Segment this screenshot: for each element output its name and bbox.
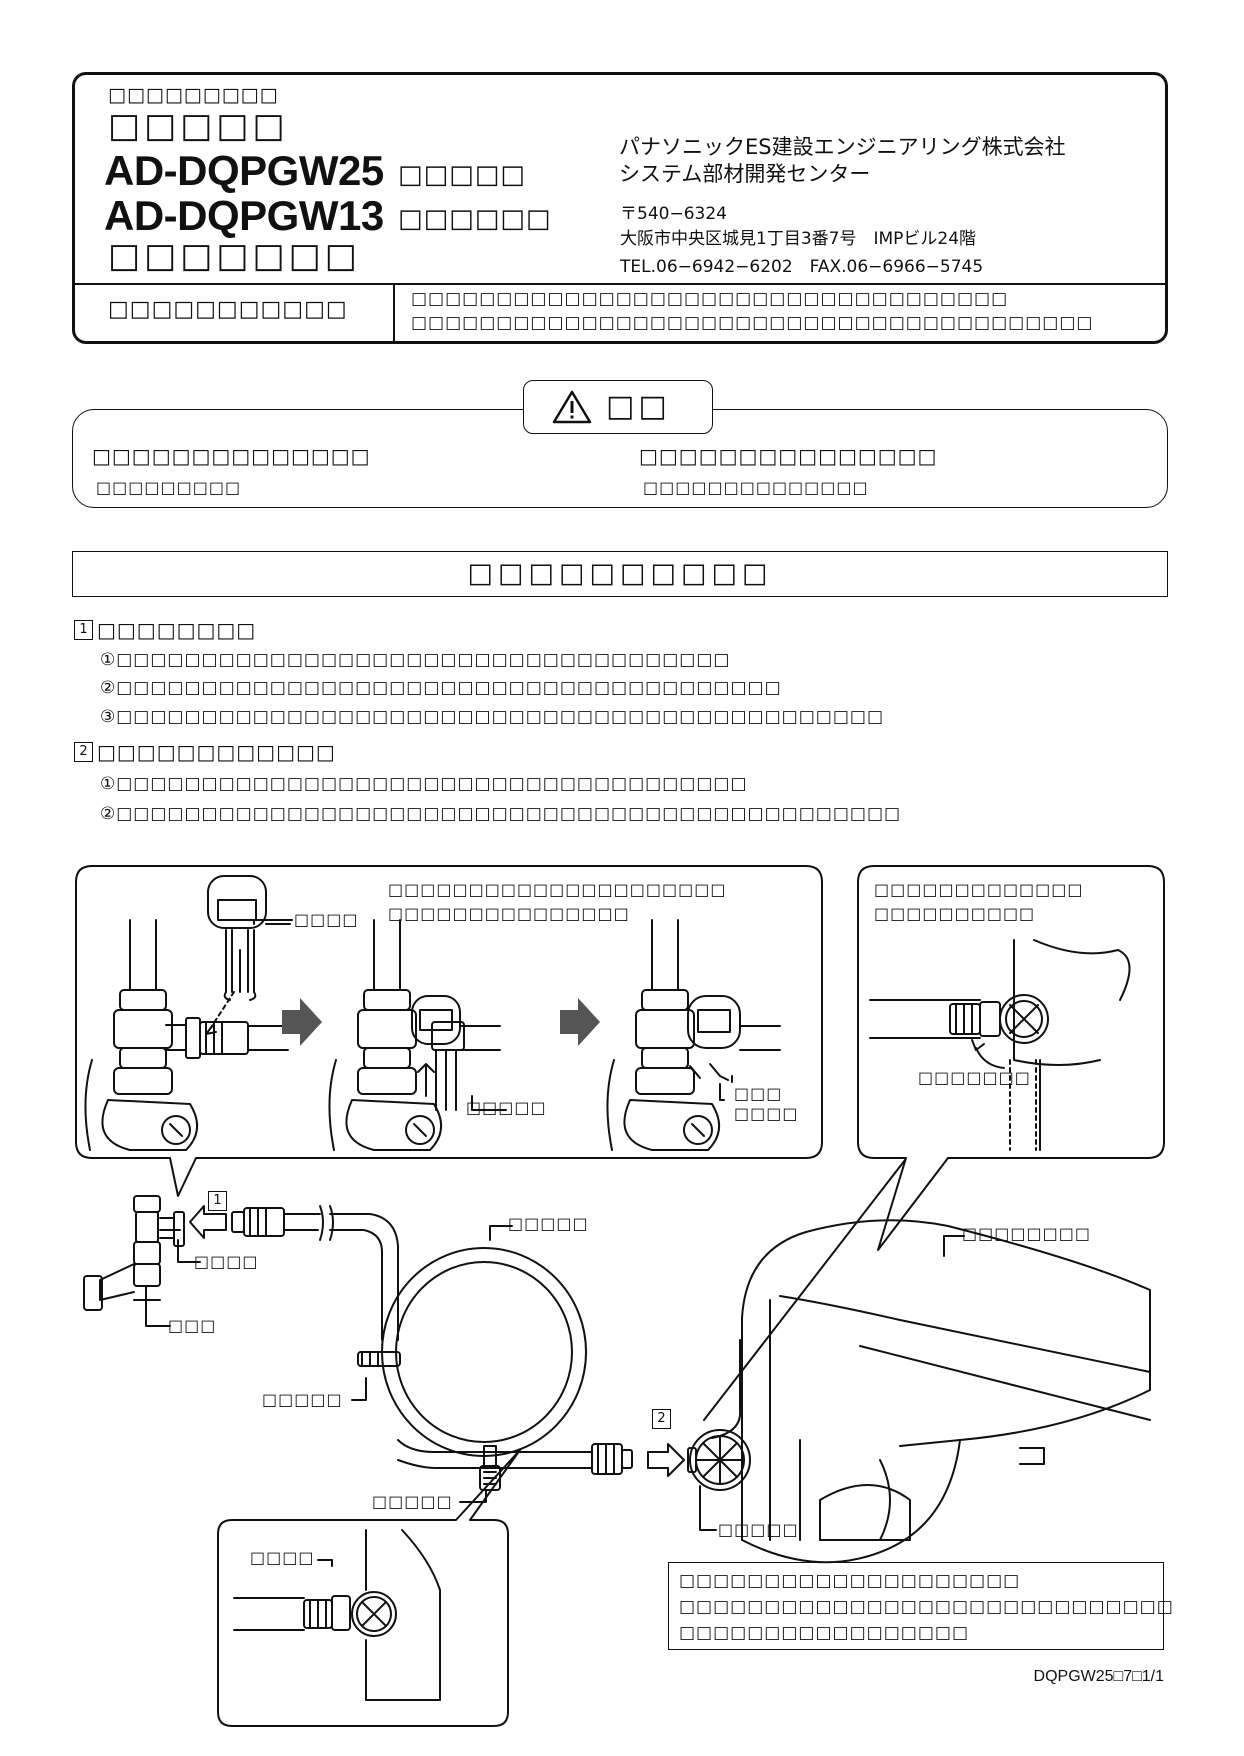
- warning-icon: [552, 390, 592, 424]
- diagram-note-line-1: □□□□□□□□□□□□□□□□□□□□: [679, 1571, 1021, 1591]
- callout-bubble-right: [857, 865, 1165, 1251]
- push-arrow-right: [647, 1443, 685, 1477]
- step1-marker-number: 1: [208, 1190, 227, 1211]
- caution-right-title: □□□□□□□□□□□□□□□: [639, 444, 938, 468]
- company-name: パナソニックES建設エンジニアリング株式会社: [619, 135, 1066, 159]
- arrow-right-2: [560, 998, 600, 1046]
- bottom-clip-label: □□□□: [250, 1548, 315, 1567]
- hose-drawing: [231, 1205, 633, 1491]
- step1-item-2: ②□□□□□□□□□□□□□□□□□□□□□□□□□□□□□□□□□□□□□□□: [100, 678, 782, 698]
- step2-item-1: ①□□□□□□□□□□□□□□□□□□□□□□□□□□□□□□□□□□□□□: [100, 774, 748, 794]
- push-label: □□□□□: [466, 1098, 547, 1117]
- document-code: DQPGW25□7□1/1: [1033, 1668, 1164, 1685]
- drain-label: □□□□□: [372, 1492, 453, 1511]
- tee-valve-drawing: [83, 1195, 185, 1313]
- caution-right-body: □□□□□□□□□□□□□□: [643, 478, 869, 497]
- caution-left-body: □□□□□□□□□: [96, 478, 242, 497]
- note-line-2: □□□□□□□□□□□□□□□□□□□□□□□□□□□□□□□□□□□□□□□□: [411, 313, 1094, 333]
- tee-clip-label: □□□□: [194, 1252, 259, 1271]
- panel3-drawing: [606, 919, 781, 1151]
- step1-marker: 1: [208, 1190, 231, 1211]
- toilet-drawing: [687, 1219, 1151, 1564]
- arrow-right-1: [282, 998, 322, 1046]
- hose-label: □□□□□: [508, 1214, 589, 1233]
- step1-item-1: ①□□□□□□□□□□□□□□□□□□□□□□□□□□□□□□□□□□□□: [100, 650, 731, 670]
- model-1-suffix: □□□□□: [398, 160, 526, 190]
- valve-label: □□□: [168, 1316, 217, 1335]
- diagram-note-box: □□□□□□□□□□□□□□□□□□□□ □□□□□□□□□□□□□□□□□□□…: [668, 1562, 1173, 1650]
- caution-tab: □□: [523, 380, 713, 434]
- model-number-1: AD-DQPGW25: [104, 147, 384, 194]
- panel2-drawing: [328, 919, 501, 1151]
- procedure-title-box: □□□□□□□□□□: [72, 551, 1168, 597]
- step2-item-2: ②□□□□□□□□□□□□□□□□□□□□□□□□□□□□□□□□□□□□□□□…: [100, 804, 902, 824]
- step1-heading: 1□□□□□□□□: [74, 618, 256, 642]
- tel-fax: TEL.06−6942−6202 FAX.06−6966−5745: [620, 257, 984, 277]
- panel-bottom-drawing: [233, 1529, 441, 1701]
- diagram-note-line-2: □□□□□□□□□□□□□□□□□□□□□□□□□□□□□: [679, 1597, 1174, 1617]
- lock-label-1: □□□: [734, 1084, 783, 1103]
- clip-label: □□□□: [294, 910, 359, 929]
- note-label: □□□□□□□□□□□: [108, 297, 348, 322]
- postal-code: 〒540−6324: [620, 204, 727, 224]
- step1-number: 1: [74, 620, 93, 640]
- callout-bubble-bottom: [217, 1449, 521, 1727]
- step2-heading-text: □□□□□□□□□□□□: [97, 740, 336, 764]
- step1-heading-text: □□□□□□□□: [97, 618, 257, 642]
- band-label: □□□□□: [262, 1390, 343, 1409]
- leader-line-right: [703, 1159, 906, 1421]
- procedure-title: □□□□□□□□□□: [467, 558, 773, 589]
- step2-number: 2: [74, 742, 93, 762]
- header-divider-vertical: [393, 283, 395, 344]
- right-text-1: □□□□□□□□□□□□□: [874, 880, 1084, 899]
- right-text-2: □□□□□□□□□□: [874, 904, 1036, 923]
- model-2-suffix: □□□□□□: [398, 204, 552, 234]
- address: 大阪市中央区城見1丁目3番7号 IMPビル24階: [620, 229, 977, 249]
- top-caption: □□□□□□□□□: [108, 84, 279, 106]
- header-divider: [72, 283, 1168, 285]
- diagram-note-line-3: □□□□□□□□□□□□□□□□□: [679, 1623, 970, 1643]
- company-division: システム部材開発センター: [619, 162, 871, 186]
- callout-bubble-left: [75, 865, 823, 1197]
- push-arrow-left: [189, 1205, 227, 1239]
- right-label: □□□□□□□: [918, 1068, 1031, 1087]
- note-line-1: □□□□□□□□□□□□□□□□□□□□□□□□□□□□□□□□□□□: [411, 289, 1009, 309]
- step2-marker-number: 2: [652, 1408, 671, 1429]
- callout-text-2: □□□□□□□□□□□□□□□: [388, 904, 630, 923]
- document-kind: □□□□□□□: [108, 236, 361, 276]
- inlet-label: □□□□□: [718, 1520, 799, 1539]
- step2-heading: 2□□□□□□□□□□□□: [74, 740, 336, 764]
- panel1-drawing: [84, 875, 291, 1151]
- caution-left-title: □□□□□□□□□□□□□□: [92, 444, 371, 468]
- toilet-seat-label: □□□□□□□□: [962, 1224, 1091, 1243]
- model-number-2: AD-DQPGW13: [104, 192, 384, 239]
- caution-tab-label: □□: [606, 389, 671, 424]
- sub-title: □□□□□: [108, 106, 289, 146]
- step2-marker: 2: [652, 1408, 675, 1429]
- lock-label-2: □□□□: [734, 1104, 799, 1123]
- callout-text-1: □□□□□□□□□□□□□□□□□□□□□: [388, 880, 727, 899]
- header-box: [72, 72, 1168, 344]
- step1-item-3: ③□□□□□□□□□□□□□□□□□□□□□□□□□□□□□□□□□□□□□□□…: [100, 707, 885, 727]
- panel-right-drawing: [869, 939, 1131, 1151]
